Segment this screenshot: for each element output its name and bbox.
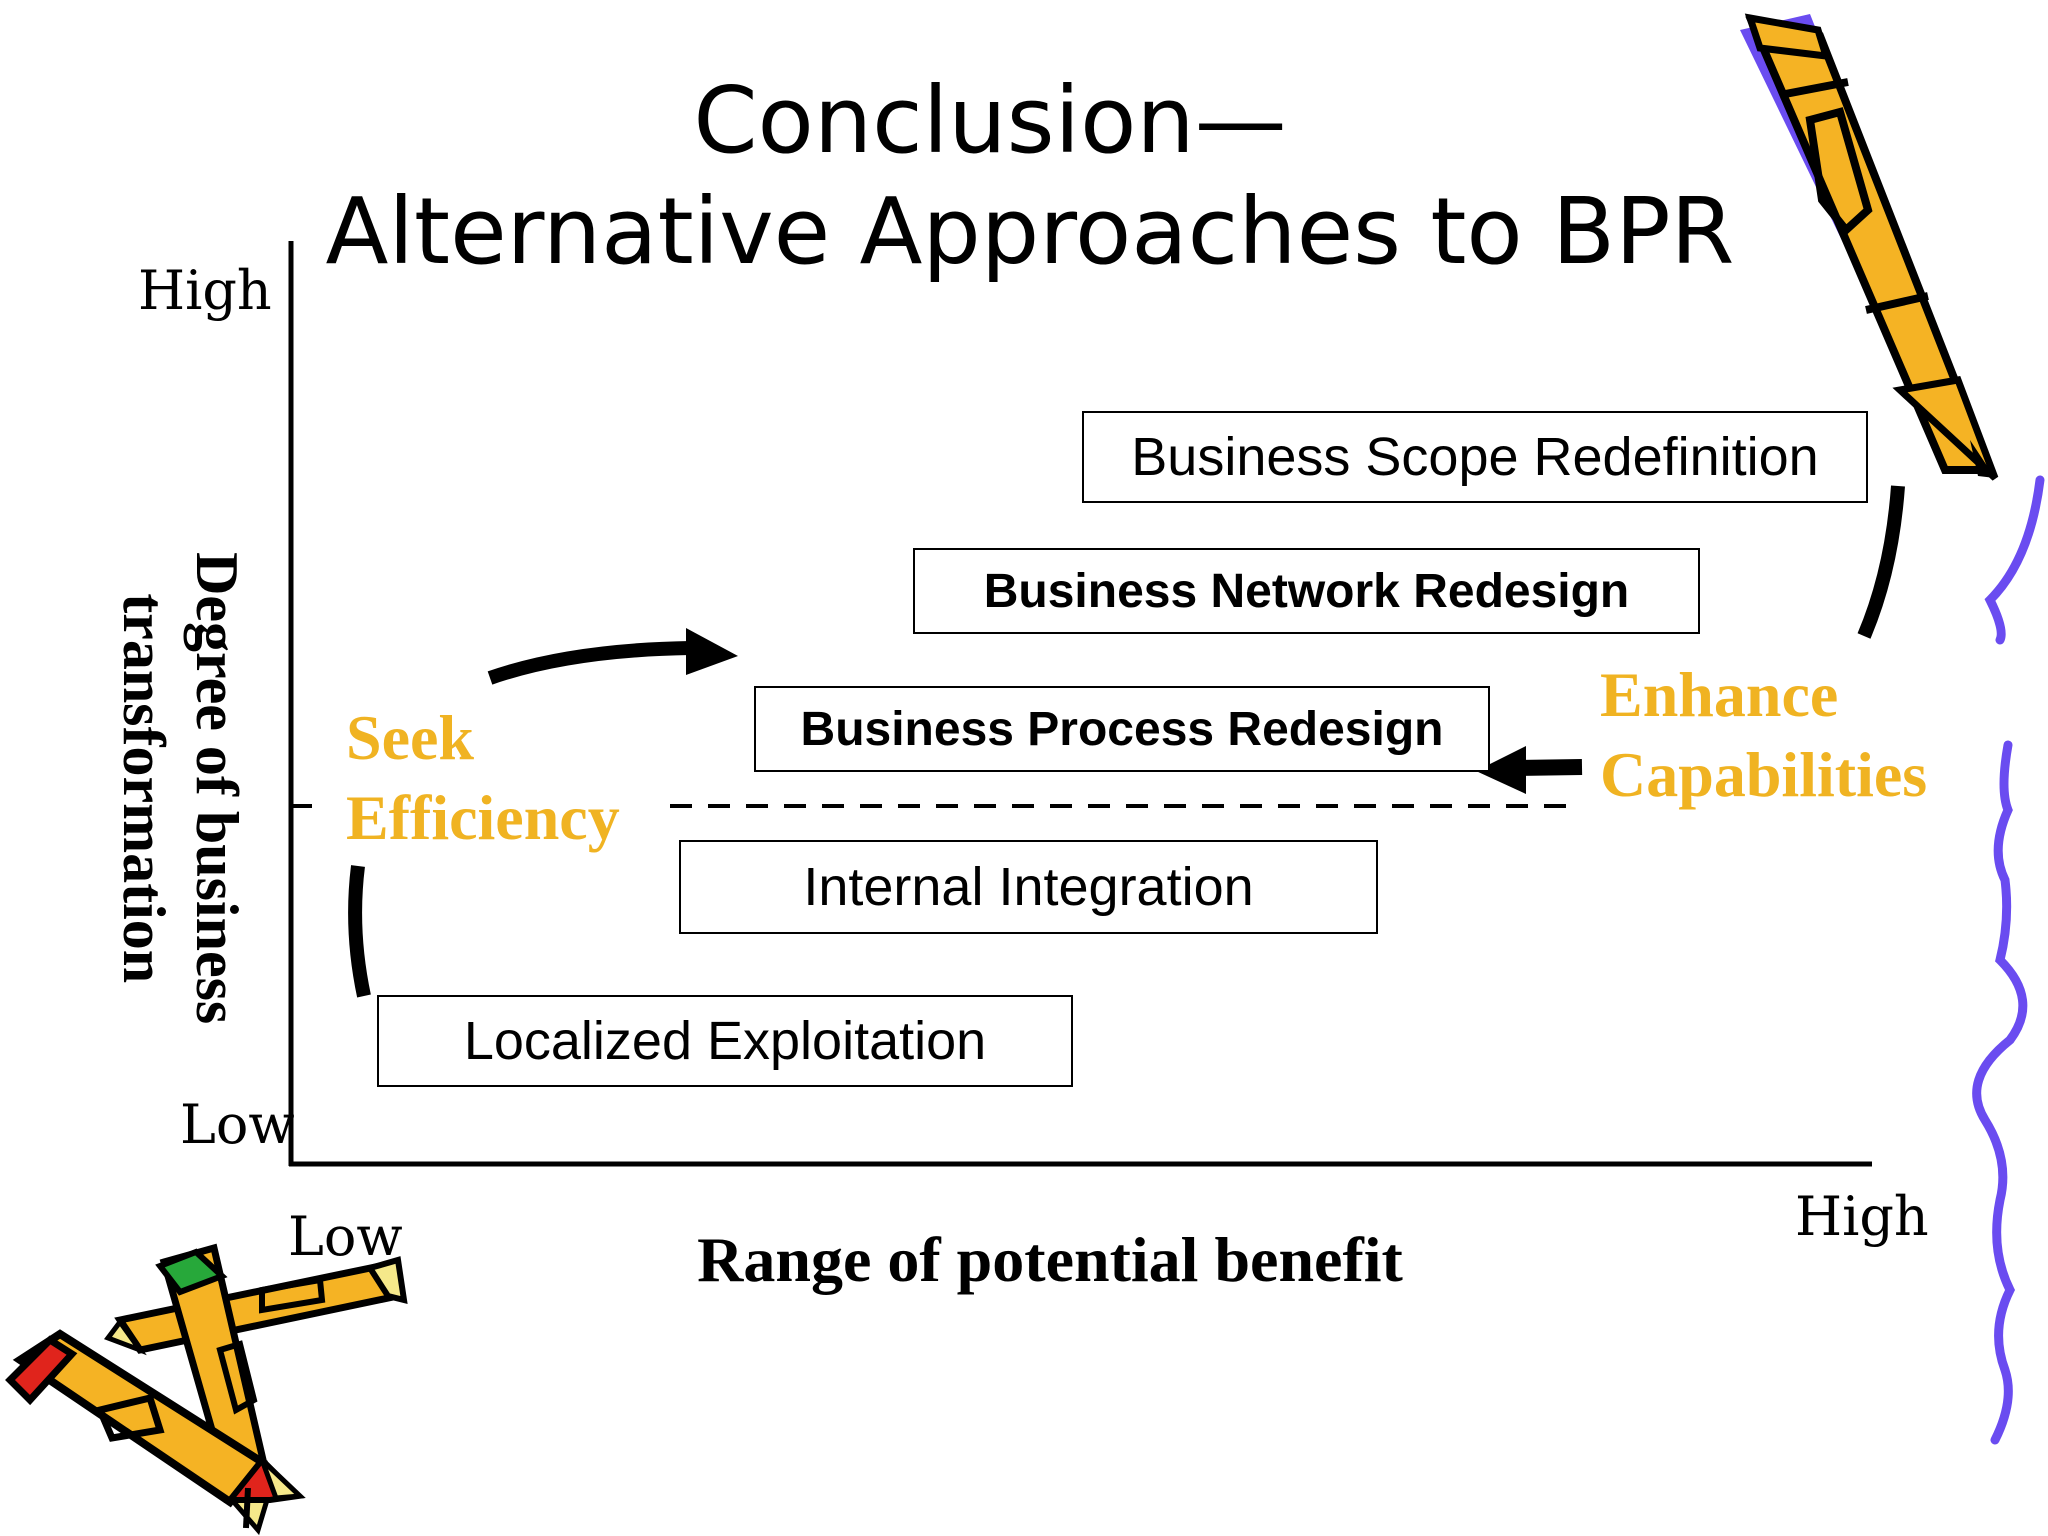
- seek-line-1: Seek: [346, 702, 474, 773]
- slide-title-line-1: Conclusion—: [693, 67, 1287, 174]
- x-axis-title: Range of potential benefit: [697, 1224, 1403, 1295]
- enhance-line-2: Capabilities: [1600, 739, 1928, 810]
- box-business-process-redesign: Business Process Redesign: [754, 686, 1490, 772]
- x-high-label: High: [1795, 1185, 1929, 1248]
- seek-arrow-shaft: [487, 641, 691, 685]
- enhance-bracket: [1857, 485, 1905, 639]
- box-internal-integration: Internal Integration: [679, 840, 1378, 934]
- box-localized-exploitation: Localized Exploitation: [377, 995, 1073, 1087]
- box-business-network-redesign: Business Network Redesign: [913, 548, 1700, 634]
- crossed-pencils-icon: [5, 1243, 408, 1536]
- seek-bracket: [348, 865, 371, 998]
- enhance-line-1: Enhance: [1600, 659, 1839, 730]
- seek-line-2: Efficiency: [346, 782, 620, 853]
- pencil-icon: [1740, 13, 1999, 481]
- box-business-scope-redefinition: Business Scope Redefinition: [1082, 411, 1868, 503]
- slide-title-line-2: Alternative Approaches to BPR: [325, 178, 1735, 285]
- y-high-label: High: [138, 259, 272, 322]
- y-low-label: Low: [180, 1093, 295, 1156]
- enhance-arrow-head: [1476, 746, 1526, 794]
- x-low-label: Low: [288, 1205, 403, 1268]
- y-axis-title: Degree of business transformation: [111, 552, 251, 1025]
- enhance-arrow-shaft: [1519, 759, 1583, 776]
- purple-squiggle-line: [1972, 475, 2045, 1445]
- seek-arrow-head: [686, 628, 738, 675]
